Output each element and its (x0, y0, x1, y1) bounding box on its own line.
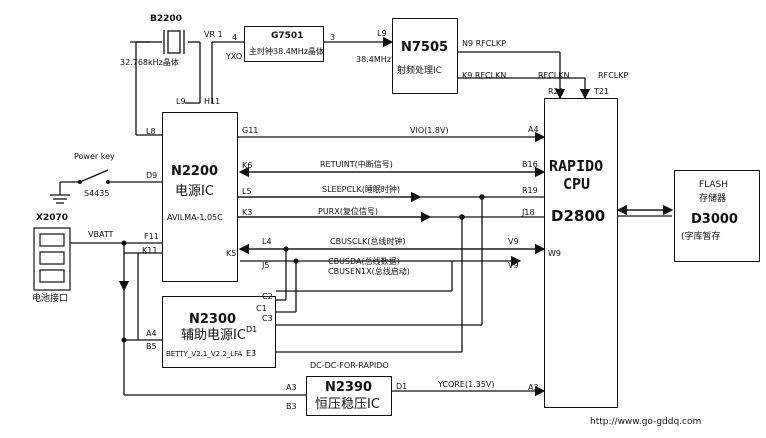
ycore-label: YCORE(1.35V) (438, 380, 495, 389)
n2390-name: N2390 (325, 380, 373, 395)
n2300-part: BETTY_V2.1_V2.2_LFA (166, 350, 243, 358)
n7505-block: N7505 射频处理IC (392, 18, 458, 94)
flash-desc: (字库暂存 (681, 232, 721, 242)
cpu-name: D2800 (551, 207, 606, 225)
n2300-pin-e3: E3 (246, 349, 257, 358)
n2200-block: N2200 电源IC AVILMA-1.05C (162, 112, 238, 282)
n2390-pin-d1: D1 (396, 382, 408, 391)
cbusclk-label: CBUSCLK(总线时钟) (330, 237, 406, 246)
n2390-pin-b3: B3 (286, 402, 297, 411)
crystal-b2200-symbol (167, 30, 181, 54)
watermark: http://www.go-gddq.com (590, 417, 702, 427)
cpu-pin-r21: R21 (548, 87, 564, 96)
n2200-pin-k11: K11 (142, 246, 158, 255)
n2300-pin-c2: C2 (262, 292, 273, 301)
n2300-pin-b5: B5 (146, 342, 157, 351)
cpu-pin-b16: B16 (522, 160, 538, 169)
n2200-pin-g11: G11 (242, 126, 259, 135)
n7505-pin-l9: L9 (377, 29, 387, 38)
n2390-block: N2390 恒压稳压IC (306, 376, 392, 416)
n2390-desc: 恒压稳压IC (315, 397, 380, 412)
cpu-block: RAPIDO CPU D2800 (544, 98, 618, 408)
n2200-pin-k5: K5 (226, 249, 237, 258)
n2390-pin-a3-cpu: A3 (528, 383, 539, 392)
power-key-label: Power key (74, 152, 115, 161)
battery-label: 电池接口 (32, 294, 69, 304)
l4-label: L4 (262, 237, 272, 246)
n2200-pin-d9: D9 (146, 171, 158, 180)
retuint-label: RETUINT(中断信号) (320, 160, 393, 169)
cbusenix-label: CBUSEN1X(总线启动) (328, 267, 410, 276)
n7505-desc: 射频处理IC (397, 66, 442, 76)
g7501-name: G7501 (271, 31, 304, 41)
battery-symbol (33, 227, 71, 291)
n2200-part: AVILMA-1.05C (167, 213, 223, 222)
n2300-desc: 辅助电源IC (181, 328, 246, 343)
b2200-desc: 32.768kHz晶体 (120, 58, 179, 67)
n7505-name: N7505 (401, 40, 449, 55)
n2200-pin-l8: L8 (146, 127, 156, 136)
n2300-block: N2300 辅助电源IC BETTY_V2.1_V2.2_LFA (162, 296, 276, 368)
n2200-pin-f11: F11 (144, 232, 159, 241)
n2300-name: N2300 (189, 312, 237, 327)
cpu-pin-w9: W9 (548, 249, 561, 258)
rfclkp-cpu-label: RFCLKP (598, 71, 629, 80)
n2200-pin-h11: H11 (204, 97, 221, 106)
n2390-title: DC-DC-FOR-RAPIDO (310, 361, 389, 370)
g7501-pin4: 4 (232, 33, 238, 42)
k9-label: K9 RFCLKN (462, 71, 507, 80)
n2300-pin-c3: C3 (262, 314, 273, 323)
cpu-pin-r19: R19 (522, 186, 538, 195)
n2200-desc: 电源IC (175, 184, 214, 199)
cpu-pin-t21: T21 (594, 87, 610, 96)
battery-name: X2070 (36, 213, 68, 223)
cpu-line2: CPU (563, 175, 591, 193)
cpu-pin-a4: A4 (528, 125, 539, 134)
g7501-desc: 主时钟38.4MHz晶体 (249, 47, 324, 56)
n2200-pin-k6: K6 (242, 161, 253, 170)
yxo-label: YXO (226, 52, 243, 61)
purx-label: PURX(复位信号) (318, 207, 378, 216)
sleepclk-label: SLEEPCLK(睡眠时钟) (322, 185, 400, 194)
g7501-block: G7501 主时钟38.4MHz晶体 (244, 26, 324, 62)
n9-label: N9 RFCLKP (462, 39, 506, 48)
flash-line1: FLASH (699, 180, 729, 190)
n2200-pin-k3: K3 (242, 208, 253, 217)
vr1-label: VR 1 (204, 30, 223, 39)
j5-label: J5 (262, 261, 270, 270)
n2300-pin-c1: C1 (256, 304, 267, 313)
n2200-pin-l9: L9 (176, 97, 186, 106)
flash-name: D3000 (691, 212, 738, 227)
vbatt-label: VBATT (88, 230, 114, 239)
g7501-pin3: 3 (330, 33, 336, 42)
cpu-pin-v9: V9 (508, 237, 519, 246)
freq-label: 38.4MHz (356, 55, 391, 64)
cpu-line1: RAPIDO (549, 157, 604, 175)
rfclkn-cpu-label: RFCLKN (538, 71, 570, 80)
n2390-pin-a3: A3 (286, 383, 297, 392)
flash-line2: 存储器 (699, 194, 727, 204)
cpu-pin-j18: J18 (522, 208, 535, 217)
flash-block: FLASH 存储器 D3000 (字库暂存 (674, 170, 760, 262)
vio-label: VIO(1.8V) (410, 126, 449, 135)
n2300-pin-a4: A4 (146, 329, 157, 338)
power-key-switch: S4435 (84, 189, 110, 198)
cbusda-label: CBUSDA(总线数据) (328, 257, 400, 266)
n2300-pin-d1: D1 (246, 325, 258, 334)
b2200-label: B2200 (150, 14, 182, 24)
n2200-pin-l5: L5 (242, 187, 252, 196)
n2200-name: N2200 (171, 164, 219, 179)
cpu-pin-v9b: V9 (508, 261, 519, 270)
